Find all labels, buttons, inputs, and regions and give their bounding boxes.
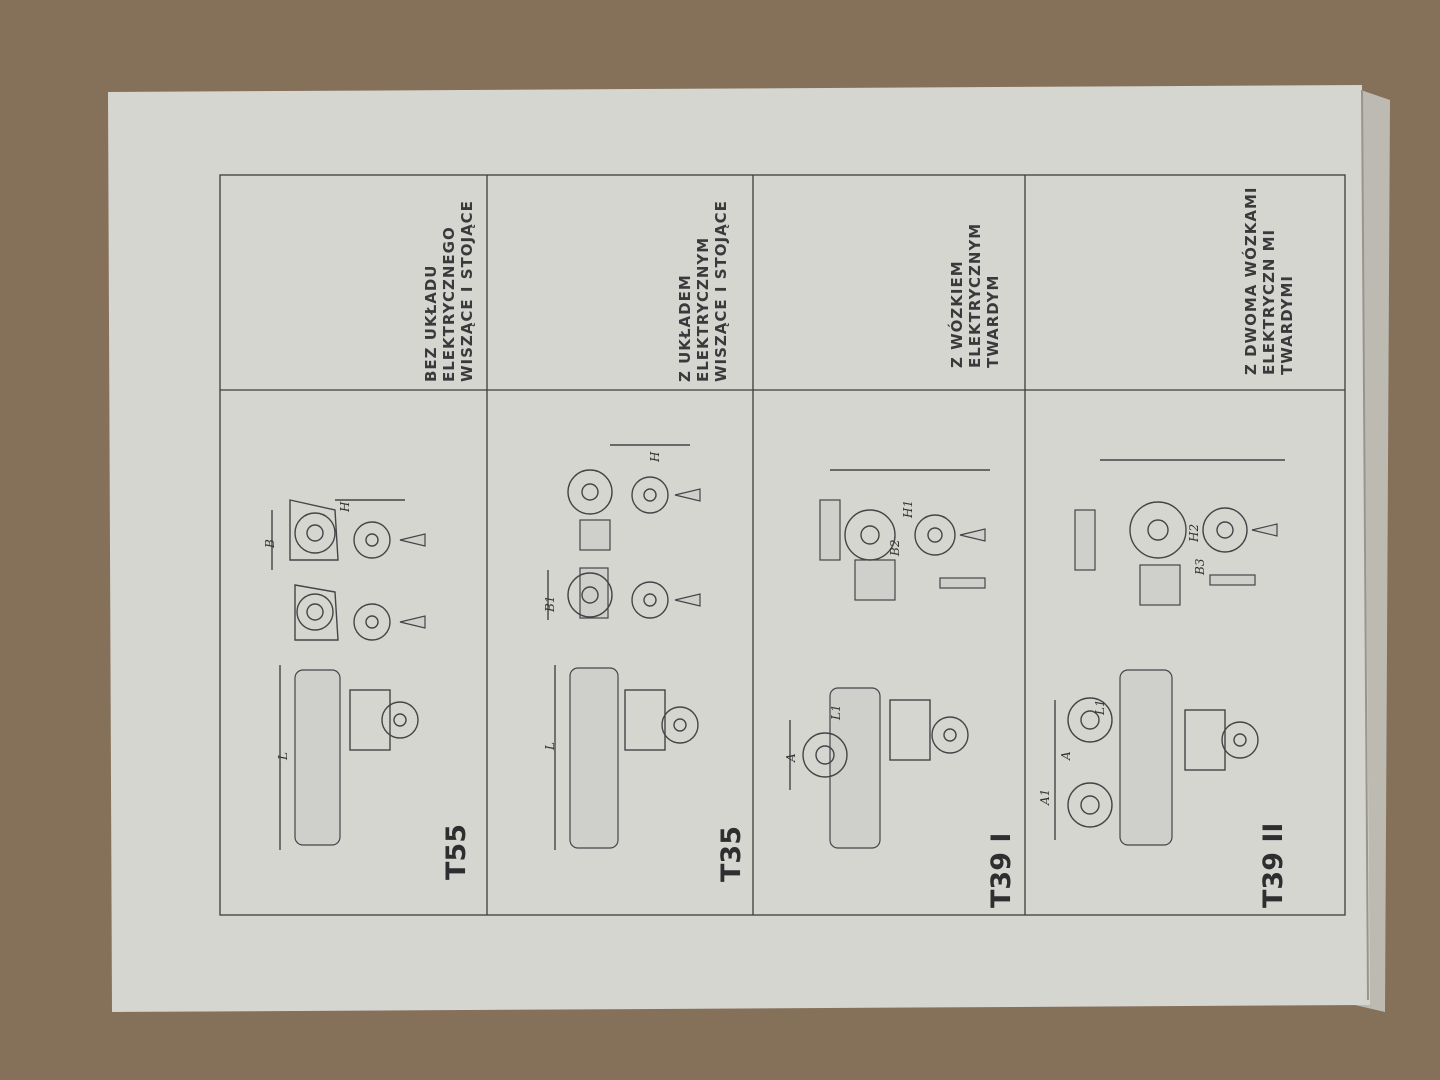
svg-text:ELEKTRYCZNYM: ELEKTRYCZNYM	[694, 237, 712, 382]
svg-text:ELEKTRYCZNYM: ELEKTRYCZNYM	[966, 223, 984, 368]
svg-text:A: A	[1059, 751, 1073, 761]
fold-line	[1361, 89, 1369, 1001]
row-label-t39-i: Z WÓZKIEM ELEKTRYCZNYM TWARDYM	[947, 223, 1002, 368]
svg-text:B2: B2	[888, 540, 902, 557]
svg-text:H2: H2	[1187, 524, 1201, 543]
svg-text:Z UKŁADEM: Z UKŁADEM	[676, 274, 694, 382]
svg-text:ELEKTRYCZN MI: ELEKTRYCZN MI	[1260, 229, 1278, 375]
svg-text:B1: B1	[543, 596, 557, 613]
hoist-drawing-t35: B1 L H	[543, 444, 701, 850]
svg-text:TWARDYM: TWARDYM	[984, 275, 1002, 368]
model-code-t55: T55	[441, 824, 472, 880]
svg-text:TWARDYMI: TWARDYMI	[1278, 275, 1296, 375]
svg-text:Z DWOMA WÓZKAMI: Z DWOMA WÓZKAMI	[1241, 186, 1260, 375]
row-label-t35: Z UKŁADEM ELEKTRYCZNYM WISZĄCE I STOJĄCE	[676, 200, 730, 382]
svg-text:Z WÓZKIEM: Z WÓZKIEM	[947, 260, 966, 368]
hoist-drawing-t39-i: A L1 H1 B2	[784, 469, 990, 849]
svg-text:L1: L1	[829, 704, 843, 721]
svg-text:A1: A1	[1038, 789, 1052, 806]
model-code-t39-ii: T39 II	[1258, 823, 1289, 908]
row-label-t39-ii: Z DWOMA WÓZKAMI ELEKTRYCZN MI TWARDYMI	[1241, 186, 1296, 375]
svg-text:BEZ UKŁADU: BEZ UKŁADU	[422, 265, 440, 382]
svg-text:L: L	[276, 752, 290, 761]
svg-text:L: L	[543, 742, 557, 751]
svg-text:L1: L1	[1093, 699, 1107, 716]
svg-text:A: A	[784, 753, 798, 763]
model-code-t35: T35	[716, 826, 747, 882]
svg-text:H: H	[338, 501, 352, 513]
model-code-t39-i: T39 I	[986, 833, 1017, 908]
svg-text:B: B	[263, 539, 277, 549]
row-label-t55: BEZ UKŁADU ELEKTRYCZNEGO WISZĄCE I STOJĄ…	[422, 200, 476, 382]
hoist-drawing-t39-ii: A1 A L1 H2 B3	[1038, 459, 1285, 846]
svg-text:H1: H1	[901, 500, 915, 519]
table-grid	[219, 174, 1346, 916]
hoist-drawing-t55: L B H	[263, 499, 426, 850]
svg-text:ELEKTRYCZNEGO: ELEKTRYCZNEGO	[440, 226, 458, 382]
svg-text:B3: B3	[1193, 558, 1207, 576]
svg-text:WISZĄCE I STOJĄCE: WISZĄCE I STOJĄCE	[458, 200, 476, 382]
svg-text:WISZĄCE I STOJĄCE: WISZĄCE I STOJĄCE	[712, 200, 730, 382]
svg-text:H: H	[648, 451, 662, 463]
